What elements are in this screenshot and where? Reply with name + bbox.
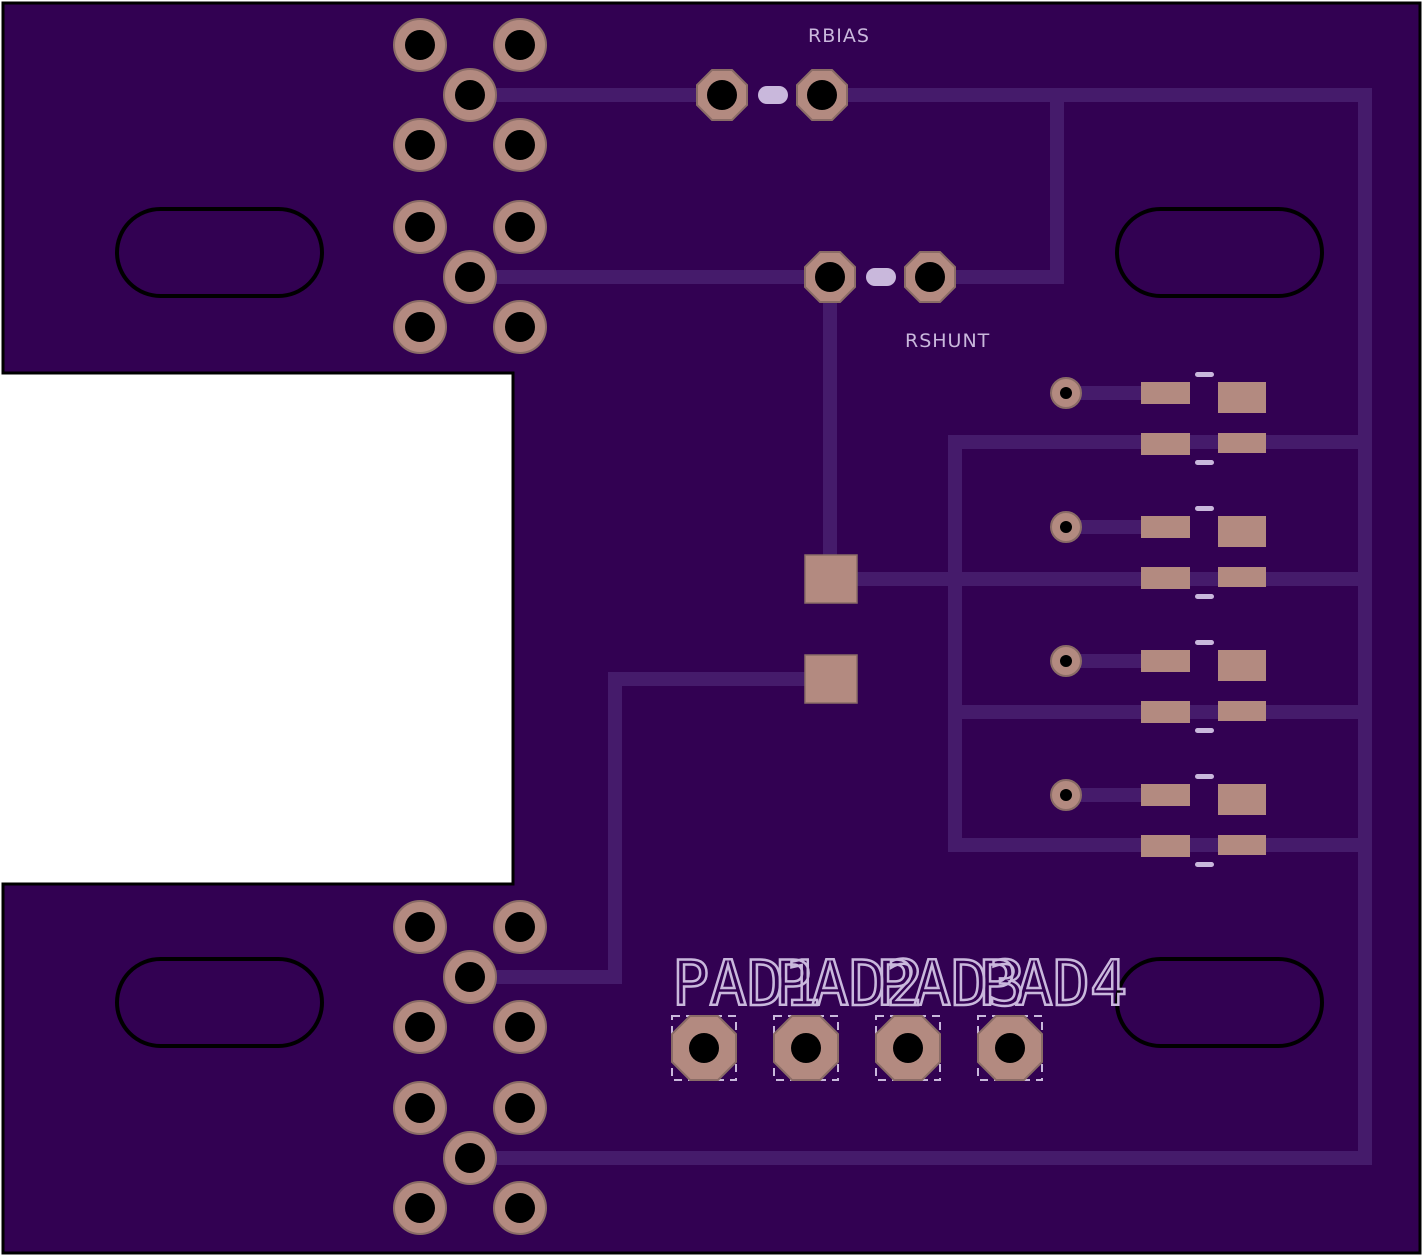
smd-pad-icon [1141,784,1190,806]
smd-pad-icon [1218,433,1266,453]
pad4-label: PAD4 [978,947,1127,1020]
silk-tick [1195,862,1214,867]
silk-tick [1195,372,1214,377]
led-row-1 [1050,372,1266,465]
pad3-label: PAD3 [876,947,1025,1020]
rbias-body-mark [758,86,788,104]
smd-pad-icon [804,654,858,704]
silk-tick [1195,728,1214,733]
smd-pad-icon [1141,433,1190,455]
smd-pad-icon [1218,701,1266,721]
rshunt-resistor: RSHUNT [804,251,990,352]
silk-tick [1195,774,1214,779]
led-rows [1050,372,1266,867]
smd-pad-icon [1218,650,1266,681]
led-row-4 [1050,774,1266,867]
mounting-slot-icon [1115,207,1324,298]
smd-pad-icon [1141,382,1190,404]
mounting-slot-icon [115,207,324,298]
silk-tick [1195,460,1214,465]
smd-pad-icon [1141,701,1190,723]
smd-pad-icon [1141,516,1190,538]
connector-drills [405,30,535,1223]
smd-pad-icon [1218,835,1266,855]
pad2-label: PAD2 [774,947,923,1020]
smd-pad-icon [1218,567,1266,587]
test-pad-3: PAD3 [875,946,1027,1081]
smd-pad-icon [1218,382,1266,413]
smd-pad-icon [1141,835,1190,857]
mounting-slots [115,207,1324,1048]
mounting-slot-icon [1115,957,1324,1048]
trace-lower-pad [463,672,837,984]
test-pad-1: PAD1 [671,946,823,1081]
test-pad-4: PAD4 [977,946,1129,1081]
test-pads: PAD1 PAD2 PAD3 PAD4 [671,946,1129,1081]
test-pad-2: PAD2 [773,946,925,1081]
silk-tick [1195,506,1214,511]
smd-pad-icon [1141,567,1190,589]
rbias-label: RBIAS [808,25,870,47]
smd-pad-icon [1141,650,1190,672]
mounting-slot-icon [115,957,324,1048]
smd-pad-icon [804,554,858,604]
led-row-2 [1050,506,1266,599]
led-row-3 [1050,640,1266,733]
pad1-label: PAD1 [672,947,821,1020]
silk-tick [1195,594,1214,599]
trace-rbias-right [463,88,1372,1165]
trace-rshunt-right [923,88,1064,284]
center-smd-pads [804,554,858,704]
rbias-resistor: RBIAS [696,25,870,121]
silk-tick [1195,640,1214,645]
rshunt-body-mark [866,268,896,286]
rshunt-label: RSHUNT [905,330,990,352]
smd-pad-icon [1218,784,1266,815]
smd-pad-icon [1218,516,1266,547]
